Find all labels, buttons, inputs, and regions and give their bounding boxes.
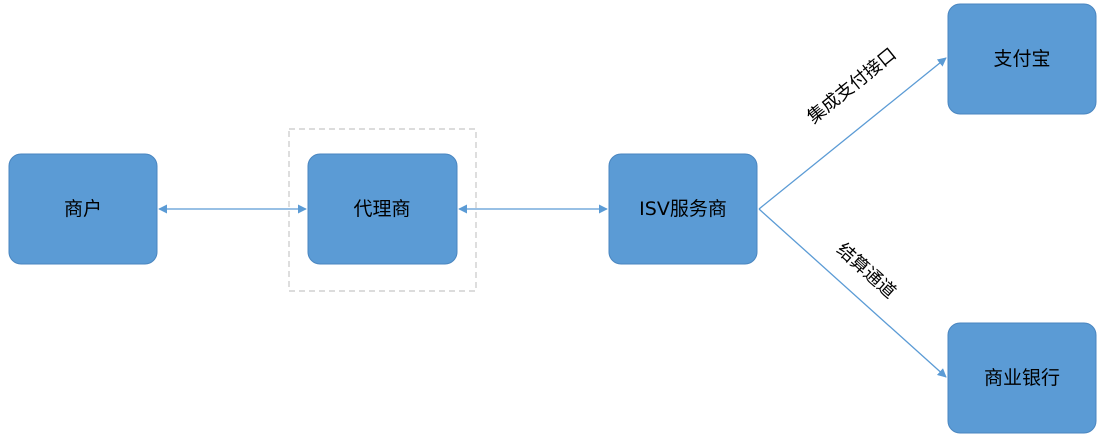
node-bank-label: 商业银行: [984, 367, 1060, 389]
edge-label-isv-bank: 结算通道: [832, 239, 900, 303]
node-agent[interactable]: 代理商: [307, 153, 458, 265]
node-bank[interactable]: 商业银行: [947, 322, 1097, 434]
node-alipay[interactable]: 支付宝: [947, 3, 1097, 115]
node-isv-label: ISV服务商: [639, 198, 727, 220]
node-merchant[interactable]: 商户: [8, 153, 158, 265]
node-alipay-label: 支付宝: [993, 48, 1050, 70]
edge-isv-alipay: [758, 57, 947, 210]
edge-isv-bank: [758, 208, 947, 378]
node-agent-label: 代理商: [353, 198, 410, 220]
agent-group-boundary: [288, 128, 477, 292]
node-merchant-label: 商户: [64, 198, 102, 220]
edge-label-isv-alipay: 集成支付接口: [803, 44, 900, 128]
node-isv[interactable]: ISV服务商: [608, 153, 758, 265]
